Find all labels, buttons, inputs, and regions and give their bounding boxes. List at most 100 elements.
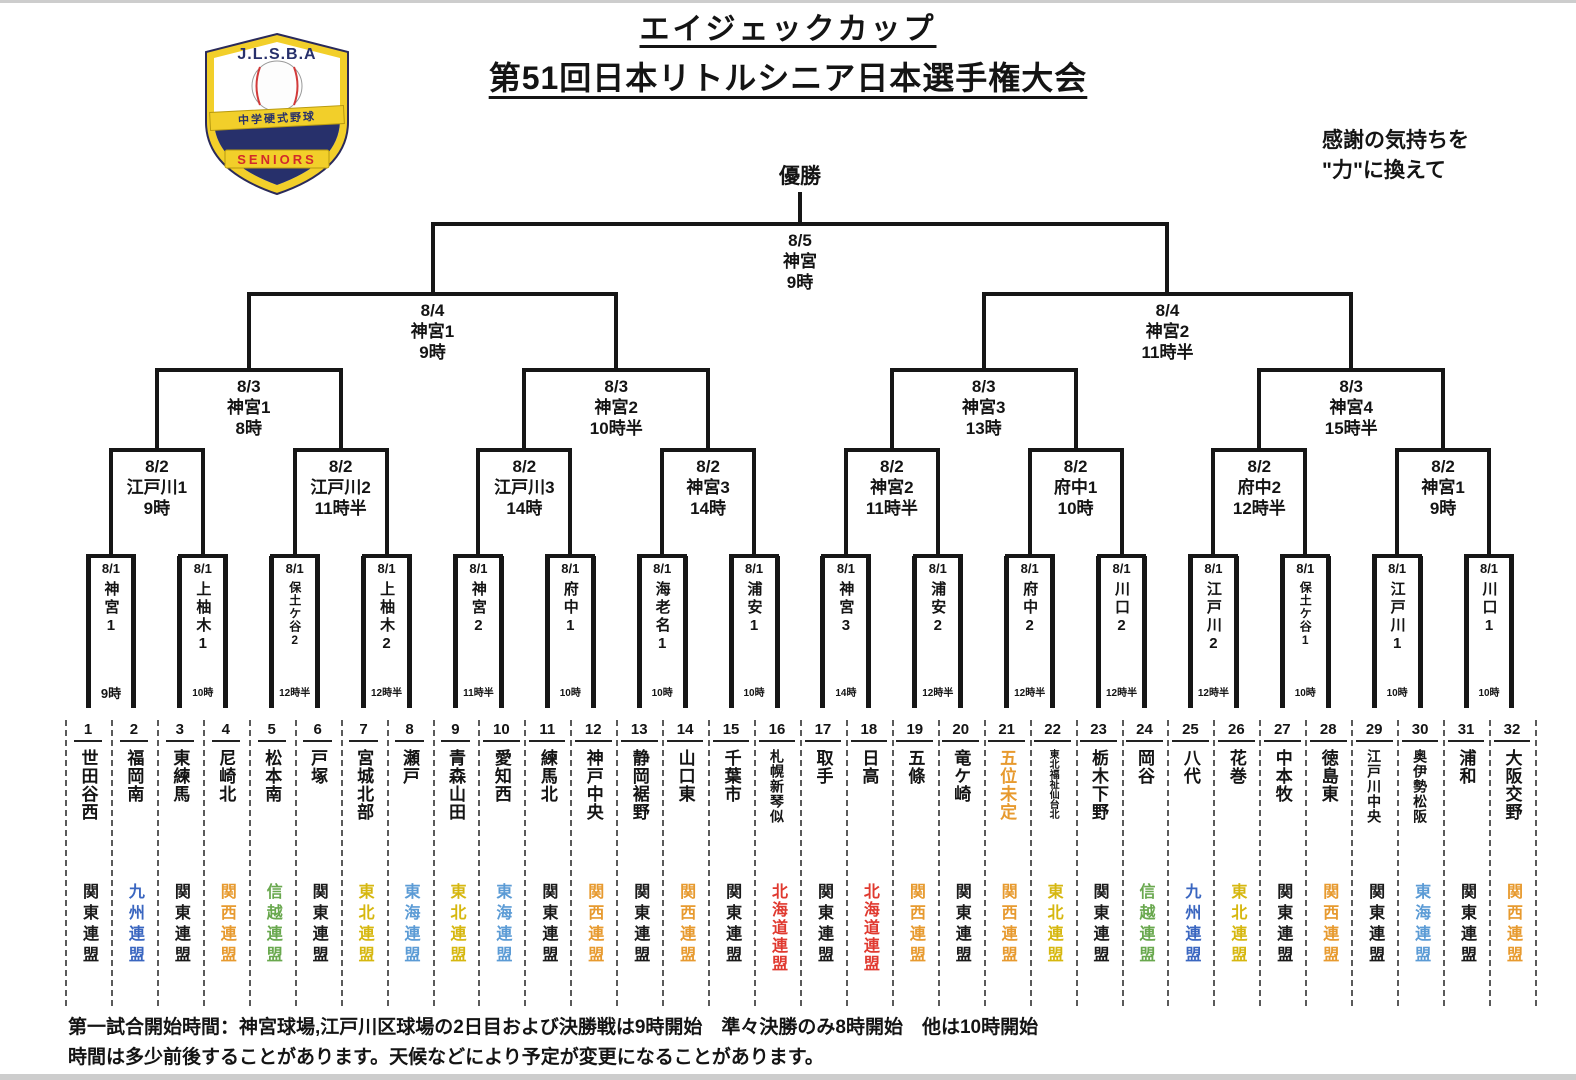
team-number: 4 [211, 720, 240, 742]
team-number: 24 [1126, 720, 1163, 742]
team-number: 17 [804, 720, 842, 742]
team-name: 栃木下野 [1089, 749, 1109, 821]
team-number: 16 [758, 720, 796, 742]
team-league: 関東連盟 [309, 883, 327, 967]
game-label-line: 13時 [965, 419, 1002, 438]
game-label-line: 神宮2 [870, 478, 914, 497]
bracket-line-vertical [1233, 556, 1239, 708]
game-time: 10時 [1478, 688, 1500, 699]
team-league: 関西連盟 [1320, 883, 1338, 967]
team-number: 8 [395, 720, 424, 742]
team-league: 関東連盟 [1366, 883, 1384, 967]
game-date: 8/1 [285, 561, 304, 576]
game-label-line: 10時半 [589, 419, 643, 438]
bracket-line-horizontal [545, 554, 596, 558]
bracket-line-vertical [866, 556, 872, 708]
game-label-line: 神宮3 [961, 398, 1006, 417]
team-league: 関東連盟 [1274, 883, 1292, 967]
game-label-line: 神宮2 [594, 398, 638, 417]
bracket-line-vertical [912, 556, 918, 708]
column-separator [294, 720, 297, 1006]
column-separator [983, 720, 986, 1006]
bracket-line-vertical [797, 192, 802, 224]
team-league: 北海道連盟 [860, 883, 878, 973]
bracket-line-vertical [1187, 556, 1193, 708]
title-line-2: 第51回日本リトルシニア日本選手権大会 [488, 60, 1088, 96]
team-number: 27 [1263, 720, 1301, 742]
bracket-line-vertical [1303, 450, 1308, 556]
game-time: 12時半 [1105, 688, 1138, 699]
team-league: 東北連盟 [355, 883, 373, 967]
team-league: 関東連盟 [723, 883, 741, 967]
logo-ribbon-text: SENIORS [237, 152, 317, 167]
game-date: 8/1 [1388, 561, 1407, 576]
game-date: 8/1 [928, 561, 947, 576]
column-separator [1305, 720, 1308, 1006]
team-number: 13 [620, 720, 658, 742]
game-label-line: 11時半 [865, 499, 918, 518]
team-league: 関東連盟 [1090, 883, 1108, 967]
game-label-line: 8/2 [1063, 457, 1088, 476]
bracket-line-horizontal [1257, 368, 1446, 372]
bracket-line-horizontal [1096, 554, 1147, 558]
bracket-line-horizontal [889, 368, 1078, 372]
column-separator [156, 720, 159, 1006]
bracket-line-vertical [223, 556, 229, 708]
game-venue: 川口2 [1113, 581, 1131, 637]
team-league: 信越連盟 [1136, 883, 1154, 967]
bracket-line-horizontal [820, 554, 871, 558]
column-separator [570, 720, 573, 1006]
game-label-line: 江戸川1 [126, 478, 188, 497]
bracket-line-vertical [660, 450, 665, 556]
game-label-line: 神宮1 [1421, 478, 1465, 497]
team-league: 東北連盟 [1044, 883, 1062, 967]
team-league: 関西連盟 [906, 883, 924, 967]
bracket-line-vertical [1257, 370, 1262, 450]
bracket-line-vertical [682, 556, 688, 708]
bracket-line-horizontal [1280, 554, 1331, 558]
bracket-line-vertical [498, 556, 504, 708]
game-venue: 神宮1 [102, 581, 120, 637]
game-time: 12時半 [371, 688, 403, 699]
column-separator [202, 720, 205, 1006]
baseball-seam-left [255, 66, 261, 106]
game-venue: 上柚木1 [194, 581, 212, 655]
team-name: 神戸中央 [583, 749, 603, 821]
team-league: 関東連盟 [952, 883, 970, 967]
game-label-line: 8/2 [1431, 457, 1455, 476]
bracket-line-vertical [1509, 556, 1515, 708]
game-date: 8/1 [377, 561, 396, 576]
bracket-line-vertical [590, 556, 596, 708]
column-separator [845, 720, 848, 1006]
bracket-line-vertical [269, 556, 275, 708]
team-number: 10 [483, 720, 520, 742]
team-league: 関西連盟 [1503, 883, 1521, 967]
column-separator [248, 720, 251, 1006]
game-label-line: 11時半 [1141, 343, 1194, 362]
column-separator [937, 720, 940, 1006]
bracket-line-vertical [1050, 556, 1056, 708]
motto-line-2: "力"に換えて [1322, 159, 1446, 183]
game-label-line: 9時 [143, 499, 171, 518]
game-label-line: 14時 [690, 499, 727, 518]
team-league: 九州連盟 [125, 883, 143, 967]
bracket-line-horizontal [269, 554, 320, 558]
game-date: 8/1 [1112, 561, 1131, 576]
game-venue: 府中2 [1021, 581, 1039, 637]
game-label-line: 8/2 [880, 457, 904, 476]
team-name: 八代 [1180, 749, 1200, 785]
bracket-line-horizontal [177, 554, 228, 558]
